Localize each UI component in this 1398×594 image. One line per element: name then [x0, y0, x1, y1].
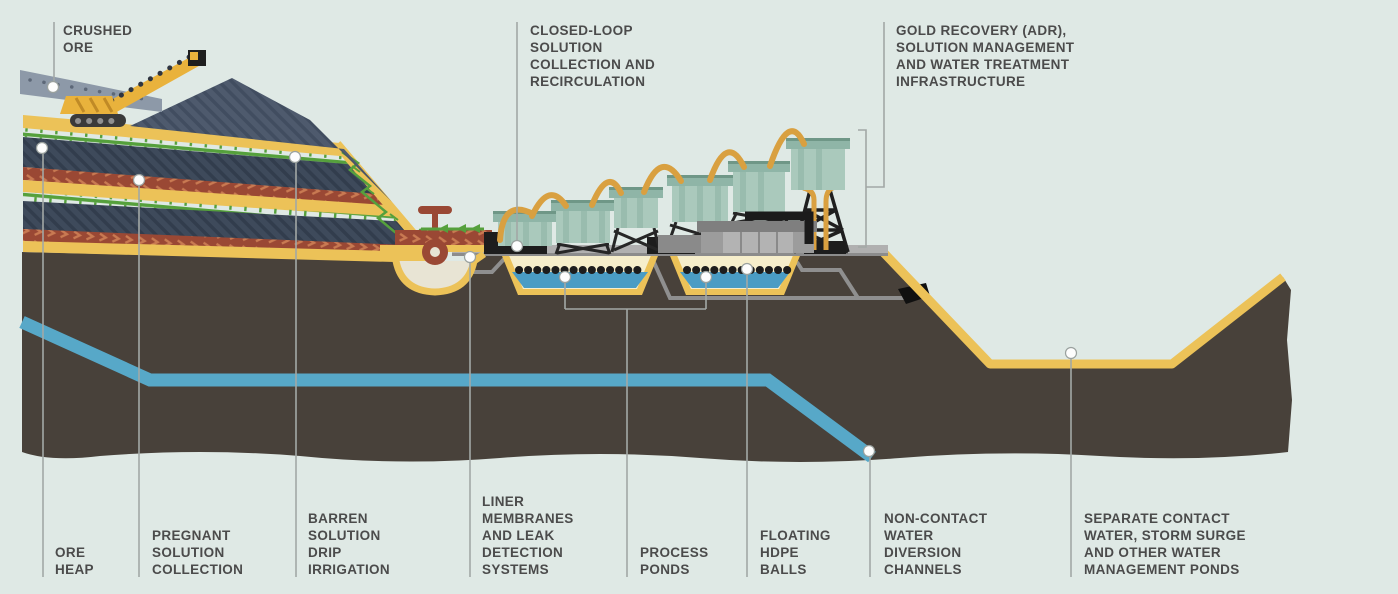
label-separate-contact-water: SEPARATE CONTACT WATER, STORM SURGE AND …	[1084, 511, 1246, 577]
label-crushed-ore: CRUSHED ORE	[63, 23, 133, 55]
callout-lines	[42, 22, 1072, 577]
callout-dots	[35, 80, 1078, 458]
process-tank	[728, 161, 790, 212]
label-pregnant-solution: PREGNANT SOLUTION COLLECTION	[152, 528, 244, 577]
heap-layers	[23, 115, 426, 263]
recirculation-pipes	[497, 128, 807, 243]
process-pond-1	[500, 251, 660, 295]
adr-building	[658, 211, 817, 253]
label-gold-recovery: GOLD RECOVERY (ADR), SOLUTION MANAGEMENT…	[896, 23, 1075, 89]
label-non-contact-water: NON-CONTACT WATER DIVERSION CHANNELS	[884, 511, 988, 577]
process-pond-2	[668, 251, 802, 295]
ground	[22, 252, 1292, 462]
label-hdpe-balls: FLOATING HDPE BALLS	[760, 528, 831, 577]
process-tank	[786, 138, 850, 190]
ore-stockpile	[130, 78, 392, 202]
label-closed-loop: CLOSED-LOOP SOLUTION COLLECTION AND RECI…	[530, 23, 656, 89]
stacker-body	[60, 96, 118, 114]
solution-pipe-valve	[380, 206, 492, 296]
valve-icon	[418, 206, 452, 265]
label-process-ponds: PROCESS PONDS	[640, 545, 709, 577]
groundwater-channel	[19, 316, 876, 463]
tank-stand	[610, 227, 662, 253]
process-tank	[551, 200, 615, 243]
pregnant-solution-pipe	[395, 230, 492, 245]
label-barren-solution: BARREN SOLUTION DRIP IRRIGATION	[308, 511, 390, 577]
tank-stand	[554, 242, 612, 255]
barren-solution-return-line	[421, 224, 484, 233]
diversion-basin-liner	[880, 249, 1286, 369]
tank-farm	[493, 128, 850, 255]
adr-pipe	[745, 211, 814, 244]
process-tank	[667, 175, 733, 222]
conveyor-boom	[96, 54, 206, 118]
label-ore-heap: ORE HEAP	[55, 545, 94, 577]
stacker-conveyor	[60, 49, 206, 127]
process-tank	[609, 187, 663, 228]
label-liner-membranes: LINER MEMBRANES AND LEAK DETECTION SYSTE…	[482, 494, 574, 577]
